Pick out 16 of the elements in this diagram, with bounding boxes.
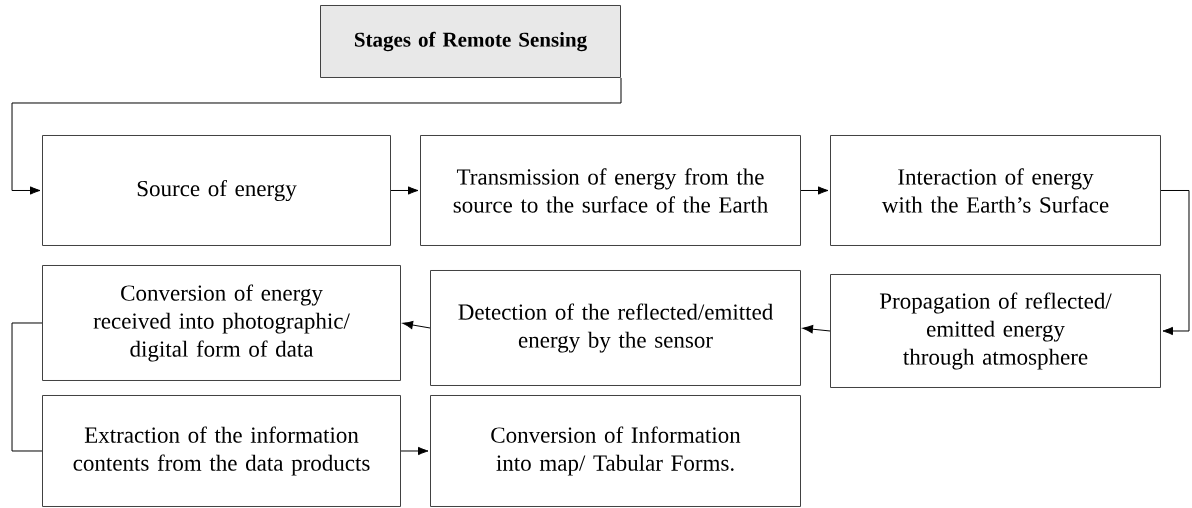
- process-box: Conversion of Information into map/ Tabular Forms.: [430, 395, 801, 507]
- title-box: Stages of Remote Sensing: [320, 5, 621, 78]
- arrow: [400, 446, 429, 456]
- process-box: Interaction of energy with the Earth’s Surface: [830, 135, 1161, 246]
- arrow: [800, 186, 829, 195]
- arrow: [390, 186, 419, 195]
- process-box: Detection of the reflected/emitted energy by the sensor: [430, 270, 801, 386]
- arrow: [11, 77, 622, 195]
- process-box: Source of energy: [42, 135, 391, 246]
- process-box: Conversion of energy received into photographic/ digital form of data: [42, 265, 401, 381]
- process-box: Propagation of reflected/ emitted energy through atmosphere: [830, 274, 1161, 388]
- process-box: Extraction of the information contents from the data products: [42, 395, 401, 507]
- arrow: [402, 320, 431, 329]
- arrow: [1160, 190, 1190, 336]
- process-box: Transmission of energy from the source to the surface of the Earth: [420, 135, 801, 246]
- arrow: [802, 325, 831, 334]
